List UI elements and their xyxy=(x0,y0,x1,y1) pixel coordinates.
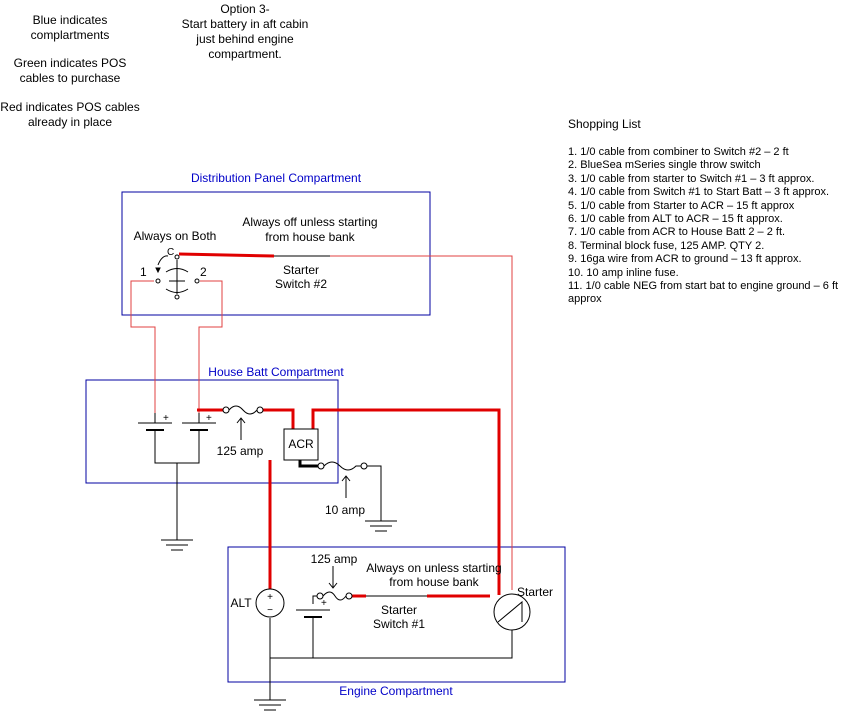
legend-green: Green indicates POS cables to purchase xyxy=(0,56,140,86)
legend-green-line2: cables to purchase xyxy=(19,71,121,85)
heavy-red-wires xyxy=(178,252,501,598)
starter-motor-icon xyxy=(493,593,531,631)
arrow-10 xyxy=(341,475,351,498)
wire-switch2-to-housebatt2 xyxy=(198,280,223,413)
engine-compartment-box xyxy=(227,546,566,683)
starter-switch2-line1: Starter xyxy=(283,263,319,277)
shopping-item-9: 9. 16ga wire from ACR to ground – 13 ft … xyxy=(568,253,802,266)
fuse-125-engine-label: 125 amp xyxy=(311,552,358,566)
option-line4: compartment. xyxy=(208,47,282,61)
shopping-item-4: 4. 1/0 cable from Switch #1 to Start Bat… xyxy=(568,186,830,199)
house-batt1-plus: + xyxy=(163,413,169,424)
option-line3: just behind engine xyxy=(196,32,294,46)
distribution-panel-label: Distribution Panel Compartment xyxy=(191,171,362,185)
engine-ground-bus xyxy=(269,618,513,659)
legend-blue-line2: complartments xyxy=(30,28,110,42)
switch-1-label: 1 xyxy=(140,265,147,279)
shopping-item-8: 8. Terminal block fuse, 125 AMP. QTY 2. xyxy=(568,239,765,252)
legend-red: Red indicates POS cables already in plac… xyxy=(0,100,140,130)
option-line1: Option 3- xyxy=(220,2,270,16)
fuse-125-house-label: 125 amp xyxy=(217,444,264,458)
black-wires xyxy=(154,255,513,700)
house-batt-neg-bus xyxy=(154,436,200,464)
fuse-10 xyxy=(317,461,368,471)
alt-label: ALT xyxy=(230,596,252,610)
ground-engine-icon xyxy=(254,699,286,711)
fuse-125-house xyxy=(222,405,264,415)
shopping-item-1: 1. 1/0 cable from combiner to Switch #2 … xyxy=(568,146,789,158)
shopping-item-6: 6. 1/0 cable from ALT to ACR – 15 ft app… xyxy=(568,213,783,226)
shopping-item-10: 10. 10 amp inline fuse. xyxy=(568,266,679,279)
option-note: Option 3- Start battery in aft cabin jus… xyxy=(170,2,320,62)
legend-red-line2: already in place xyxy=(27,115,113,129)
legend-blue-line1: Blue indicates xyxy=(32,13,108,27)
starter-switch1-line2: Switch #1 xyxy=(373,617,425,631)
house-batt-label: House Batt Compartment xyxy=(208,365,344,379)
starter-label: Starter xyxy=(517,585,553,599)
shopping-item-2: 2. BlueSea mSeries single throw switch xyxy=(568,159,761,172)
alternator-icon xyxy=(255,588,285,618)
always-on-line1: Always on unless starting xyxy=(366,561,501,575)
alt-minus: − xyxy=(267,605,273,616)
starter-switch1-line1: Starter xyxy=(381,603,417,617)
wire-switch-to-starter xyxy=(330,255,513,590)
acr-thick-ground xyxy=(298,460,318,468)
wire-fuse-to-acr xyxy=(263,408,295,429)
always-on-both-label: Always on Both xyxy=(134,229,217,243)
shopping-item-11: 11. 1/0 cable NEG from start bat to engi… xyxy=(568,280,839,306)
legend-green-line1: Green indicates POS xyxy=(13,56,127,70)
always-on-line2: from house bank xyxy=(389,575,479,589)
shopping-title: Shopping List xyxy=(568,117,641,131)
fuse10-to-ground xyxy=(366,465,382,521)
legend-red-line1: Red indicates POS cables xyxy=(0,100,140,114)
battery-selector-switch xyxy=(155,254,200,300)
arrow-125-house xyxy=(236,417,246,440)
fuse-125-engine xyxy=(316,591,353,601)
start-batt-pos xyxy=(312,595,318,604)
arrow-125-engine xyxy=(328,566,338,589)
thin-red-wires xyxy=(130,255,513,590)
engine-compartment-label: Engine Compartment xyxy=(339,684,453,698)
alt-plus: + xyxy=(267,592,273,603)
wire-switch1-to-housebatt1 xyxy=(130,280,156,413)
ground-house-icon xyxy=(161,539,193,551)
house-batt-box xyxy=(85,379,339,484)
wire-acr-to-starter xyxy=(311,408,501,595)
switch-c-label: C xyxy=(167,247,174,258)
shopping-item-5: 5. 1/0 cable from Starter to ACR – 15 ft… xyxy=(568,199,795,212)
shopping-item-7: 7. 1/0 cable from ACR to House Batt 2 – … xyxy=(568,226,786,239)
acr-label: ACR xyxy=(288,437,314,451)
house-battery-1 xyxy=(138,413,172,436)
switch-2-label: 2 xyxy=(200,265,207,279)
fuse-10-label: 10 amp xyxy=(325,503,365,517)
start-batt-plus: + xyxy=(321,598,327,609)
option-line2: Start battery in aft cabin xyxy=(181,17,309,31)
always-off-line2: from house bank xyxy=(265,230,355,244)
acr-box xyxy=(283,428,319,461)
house-batt2-plus: + xyxy=(206,413,212,424)
legend-blue: Blue indicates complartments xyxy=(0,13,140,43)
ground-acr-icon xyxy=(365,520,397,532)
shopping-item-3: 3. 1/0 cable from starter to Switch #1 –… xyxy=(568,172,815,185)
wire-c-to-switch2 xyxy=(178,252,275,258)
house-battery-2 xyxy=(182,413,216,436)
start-battery xyxy=(296,609,330,626)
starter-switch2-line2: Switch #2 xyxy=(275,277,327,291)
always-off-line1: Always off unless starting xyxy=(242,215,377,229)
distribution-panel-box xyxy=(121,191,431,316)
shopping-list: 1. 1/0 cable from combiner to Switch #2 … xyxy=(568,146,860,307)
